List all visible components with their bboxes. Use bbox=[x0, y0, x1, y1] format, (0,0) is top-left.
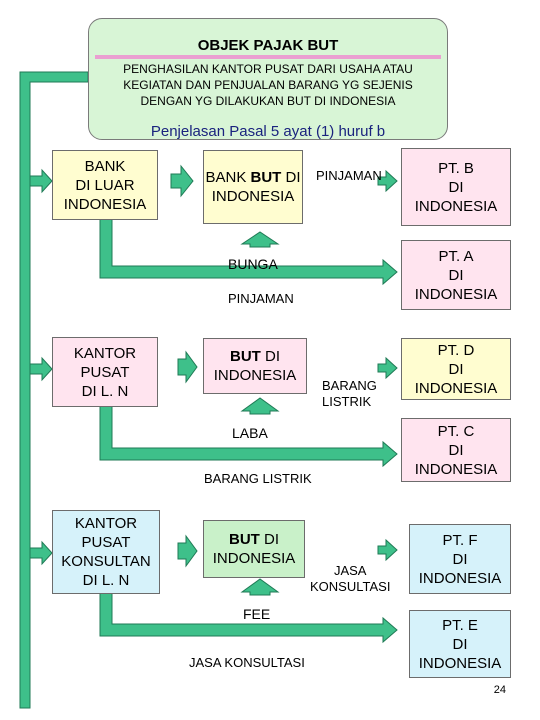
source-box-kantor-konsultan: KANTOR PUSAT KONSULTAN DI L. N bbox=[52, 510, 160, 594]
but-up-arrow-2 bbox=[240, 397, 280, 415]
bottom-flow-arrow-3 bbox=[99, 591, 398, 644]
page-number: 24 bbox=[493, 684, 506, 696]
source-box-bank: BANK DI LUAR INDONESIA bbox=[52, 150, 158, 220]
header-description: PENGHASILAN KANTOR PUSAT DARI USAHA ATAU… bbox=[123, 62, 413, 108]
source-to-but-arrow-1 bbox=[170, 164, 194, 198]
up-label-3: FEE bbox=[243, 606, 271, 622]
but-bold: BUT bbox=[229, 348, 261, 365]
flow-to-target-arrow-2 bbox=[377, 356, 398, 380]
but-box-kantor-konsultan: BUT DI INDONESIA bbox=[203, 520, 305, 578]
up-label-2: LABA bbox=[232, 425, 268, 441]
but-up-arrow-1 bbox=[240, 231, 280, 248]
source-to-but-arrow-2 bbox=[177, 350, 198, 384]
target-top-2: PT. D DI INDONESIA bbox=[401, 338, 511, 400]
source-box-kantor-pusat: KANTOR PUSAT DI L. N bbox=[52, 337, 158, 407]
header-divider bbox=[95, 55, 441, 59]
trunk-branch-arrow-3 bbox=[29, 540, 53, 566]
trunk-branch-arrow-2 bbox=[29, 356, 53, 382]
target-top-3: PT. F DI INDONESIA bbox=[409, 524, 511, 594]
but-bold: BUT bbox=[250, 169, 282, 186]
but-prefix: BANK bbox=[205, 169, 251, 186]
flow-to-target-arrow-3 bbox=[377, 538, 398, 562]
page-title: OBJEK PAJAK BUT bbox=[197, 37, 339, 54]
but-suffix: DI INDONESIA bbox=[211, 169, 301, 205]
up-label-1: BUNGA bbox=[228, 256, 278, 272]
bottom-flow-arrow-1 bbox=[99, 217, 398, 286]
trunk-branch-arrow-1 bbox=[29, 168, 53, 194]
target-bottom-2: PT. C DI INDONESIA bbox=[401, 418, 511, 482]
header-reference: Penjelasan Pasal 5 ayat (1) huruf b bbox=[150, 123, 386, 140]
flow-label-2: BARANG LISTRIK bbox=[322, 378, 377, 409]
header-panel: OBJEK PAJAK BUT PENGHASILAN KANTOR PUSAT… bbox=[88, 18, 448, 140]
source-to-but-arrow-3 bbox=[177, 534, 198, 568]
but-suffix: DI INDONESIA bbox=[213, 348, 297, 384]
but-up-arrow-3 bbox=[240, 578, 280, 596]
bottom-label-2: BARANG LISTRIK bbox=[204, 471, 312, 486]
bottom-flow-arrow-2 bbox=[99, 405, 398, 468]
flow-label-3: JASA KONSULTASI bbox=[310, 563, 391, 594]
but-box-kantor-pusat: BUT DI INDONESIA bbox=[203, 338, 307, 394]
flow-to-target-arrow-1 bbox=[377, 169, 398, 193]
bottom-label-3: JASA KONSULTASI bbox=[189, 655, 305, 670]
but-suffix: DI INDONESIA bbox=[212, 531, 296, 567]
target-bottom-1: PT. A DI INDONESIA bbox=[401, 240, 511, 310]
but-box-bank: BANK BUT DI INDONESIA bbox=[203, 150, 303, 224]
bottom-label-1: PINJAMAN bbox=[228, 291, 294, 306]
but-bold: BUT bbox=[228, 531, 260, 548]
target-top-1: PT. B DI INDONESIA bbox=[401, 148, 511, 226]
target-bottom-3: PT. E DI INDONESIA bbox=[409, 610, 511, 678]
flow-label-1: PINJAMAN bbox=[316, 168, 382, 183]
